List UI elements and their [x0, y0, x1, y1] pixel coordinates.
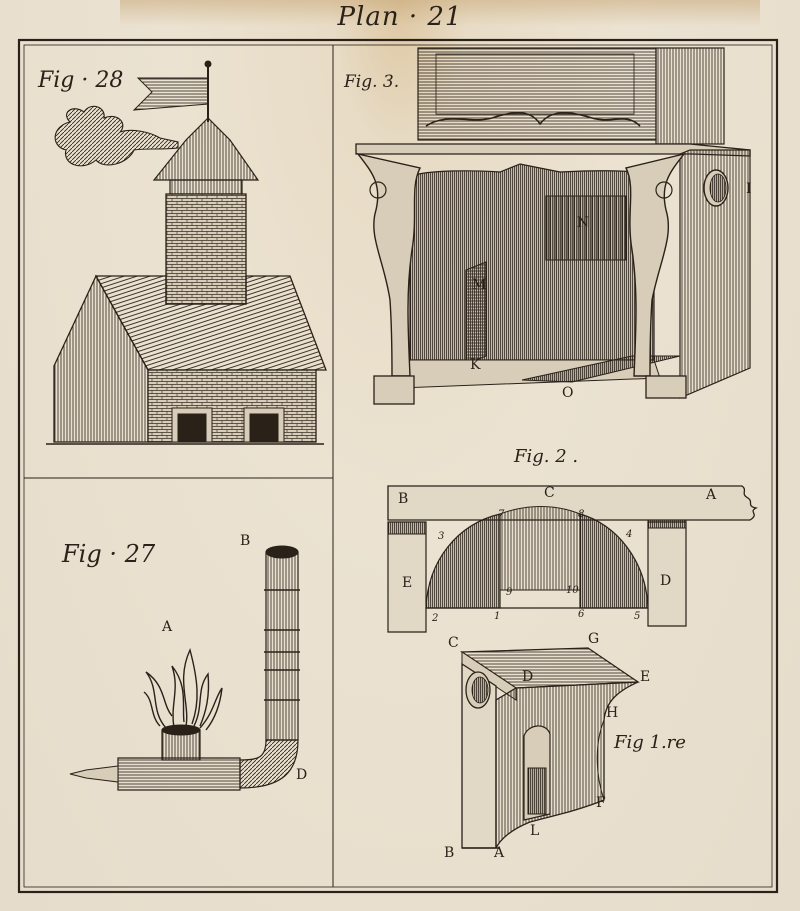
fig2-letter-d: D — [660, 573, 672, 589]
fig2-number-9: 9 — [506, 587, 513, 598]
plate-frame — [17, 38, 779, 894]
fig3-letter-m: M — [472, 277, 487, 293]
fig27-letter-a: A — [162, 619, 173, 635]
fig27-label: Fig · 27 — [62, 540, 156, 568]
fig1-letter-g: G — [588, 631, 600, 647]
fig3-letter-i: I — [746, 181, 752, 197]
fig1-letter-d: D — [522, 669, 534, 685]
fig27-letter-d: D — [296, 767, 308, 783]
fig27-letter-b: B — [240, 533, 251, 549]
fig3-fireplace-drawing — [355, 47, 751, 405]
fig2-number-10: 10 — [566, 585, 579, 596]
fig1-letter-e: E — [640, 669, 651, 685]
fig1-letter-f: F — [596, 795, 606, 811]
fig3-letter-n: N — [577, 215, 590, 231]
fig2-number-8: 8 — [578, 509, 585, 520]
fig27-pipe-drawing — [69, 545, 300, 791]
fig1-label: Fig 1.re — [614, 732, 686, 753]
fig2-letter-b: B — [398, 491, 409, 507]
fig2-section-drawing — [387, 485, 758, 633]
fig3-letter-o: O — [562, 385, 574, 401]
fig3-letter-k: K — [470, 357, 481, 373]
fig2-letter-e: E — [402, 575, 413, 591]
fig2-number-7: 7 — [498, 509, 505, 520]
fig2-number-5: 5 — [634, 611, 641, 622]
fig1-letter-a: A — [494, 845, 505, 861]
fig2-number-4: 4 — [626, 529, 633, 540]
paper-stain — [120, 0, 760, 26]
fig28-house-drawing — [46, 60, 327, 445]
fig2-label: Fig. 2 . — [514, 446, 579, 467]
fig2-letter-c: C — [544, 485, 555, 501]
fig28-label: Fig · 28 — [38, 68, 124, 93]
fig2-letter-a: A — [706, 487, 717, 503]
fig2-number-1: 1 — [494, 611, 501, 622]
fig2-number-2: 2 — [432, 613, 439, 624]
fig1-letter-h: H — [606, 705, 619, 721]
fig2-number-6: 6 — [578, 609, 585, 620]
fig2-number-3: 3 — [438, 531, 445, 542]
fig1-letter-c: C — [448, 635, 459, 651]
fig3-label: Fig. 3. — [344, 72, 400, 92]
fig1-hood-drawing — [459, 647, 640, 849]
plate-title: Plan · 21 — [337, 2, 463, 32]
fig1-letter-b: B — [444, 845, 455, 861]
fig1-letter-l: L — [530, 823, 540, 839]
